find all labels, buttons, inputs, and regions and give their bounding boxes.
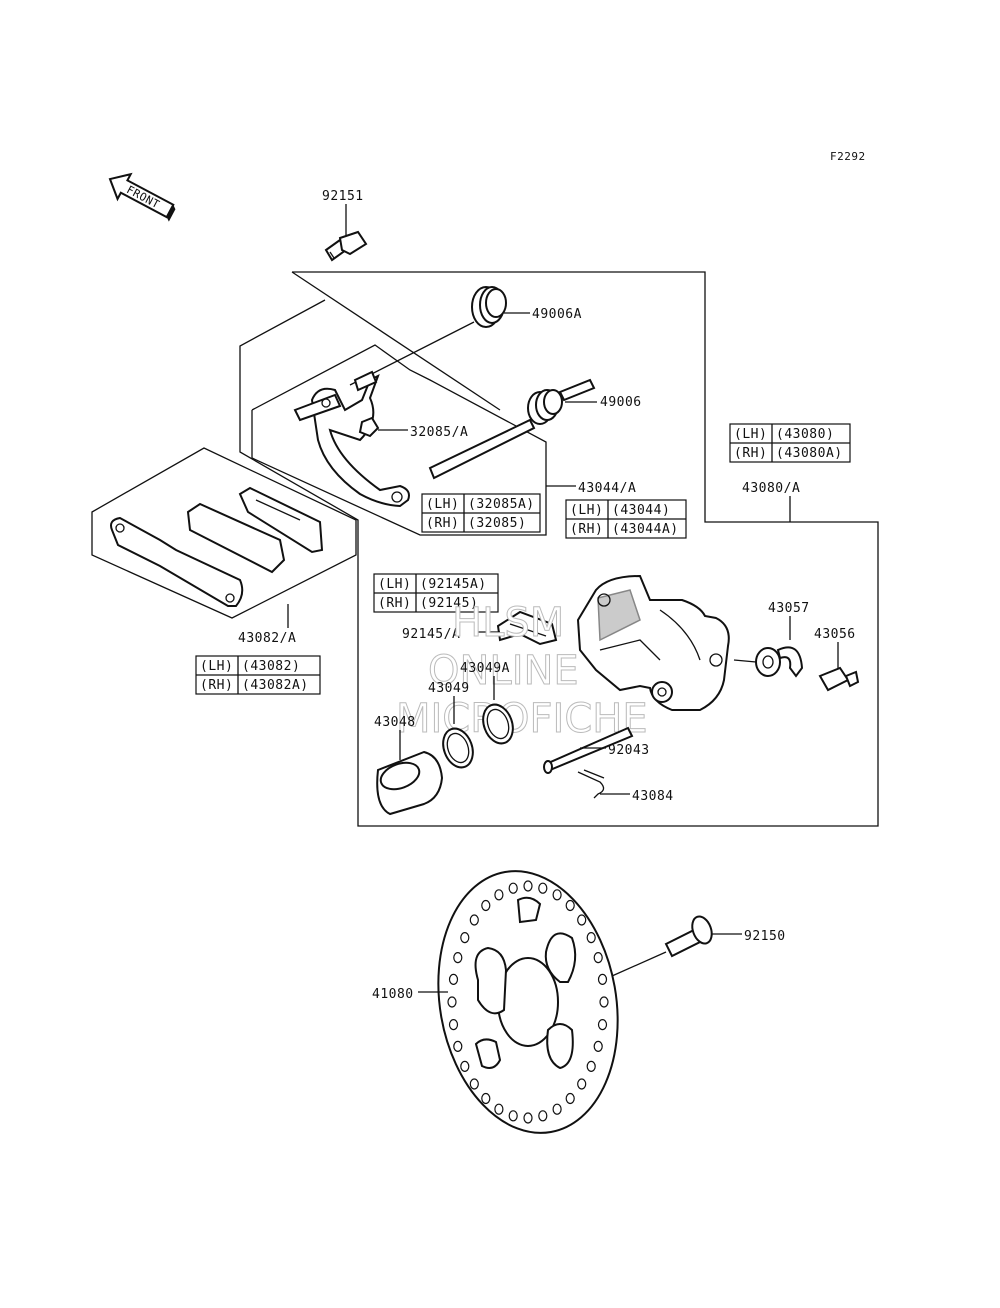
side-table-43080: (LH) (43080) (RH) (43080A) — [729, 423, 851, 463]
table-part-rh: (32085) — [468, 516, 526, 531]
disc-bolt-icon — [611, 915, 713, 977]
vent-hole — [552, 1103, 562, 1115]
side-table-43082: (LH) (43082) (RH) (43082A) — [195, 655, 321, 695]
table-part-lh: (43080) — [776, 427, 834, 442]
side-table-43044: (LH) (43044) (RH) (43044A) — [565, 499, 687, 539]
table-side-rh: (RH) — [734, 446, 767, 461]
boot-49006-icon — [527, 378, 596, 425]
vent-hole — [508, 882, 518, 894]
vent-hole — [508, 1110, 518, 1122]
bleeder-valve-icon — [818, 666, 860, 692]
vent-hole — [552, 889, 562, 901]
table-part-lh: (43082) — [242, 659, 300, 674]
part-label-92145A: 92145/A — [402, 627, 460, 642]
vent-hole — [453, 951, 463, 964]
table-side-lh: (LH) — [570, 503, 603, 518]
part-label-49006: 49006 — [600, 395, 642, 410]
table-side-rh: (RH) — [200, 678, 233, 693]
table-side-lh: (LH) — [200, 659, 233, 674]
part-label-43048: 43048 — [374, 715, 416, 730]
piston-seal-43049A-icon — [482, 703, 514, 745]
caliper-pin-icon — [543, 726, 634, 774]
side-table-92145: (LH) (92145A) (RH) (92145) — [373, 573, 499, 613]
part-label-43082A: 43082/A — [238, 631, 296, 646]
boot-49006A-icon — [349, 286, 507, 386]
vent-hole — [448, 973, 459, 986]
vent-hole — [460, 931, 470, 944]
clip-32085-icon — [358, 416, 380, 438]
table-part-lh: (92145A) — [420, 577, 487, 592]
caliper-bracket-icon — [293, 370, 536, 508]
front-arrow-icon: FRONT — [108, 172, 176, 222]
vent-hole — [597, 1018, 608, 1031]
vent-hole — [469, 1078, 479, 1090]
vent-hole — [460, 1060, 470, 1073]
caliper-body-icon — [576, 574, 730, 711]
pad-spring-icon — [496, 610, 558, 646]
part-label-43056: 43056 — [814, 627, 856, 642]
vent-hole — [523, 1112, 533, 1124]
vent-hole — [523, 880, 533, 892]
table-part-lh: (32085A) — [468, 497, 535, 512]
piston-icon — [376, 750, 444, 816]
vent-hole — [494, 889, 504, 901]
vent-hole — [599, 996, 609, 1008]
vent-hole — [565, 1092, 575, 1105]
vent-hole — [447, 996, 457, 1008]
vent-hole — [538, 882, 548, 894]
banjo-fitting-icon — [733, 646, 804, 678]
watermark-line-1: HLSM — [452, 600, 564, 646]
retaining-clip-icon — [577, 769, 605, 799]
part-label-92151: 92151 — [322, 189, 364, 204]
table-part-rh: (43080A) — [776, 446, 843, 461]
vent-hole — [565, 899, 575, 912]
vent-hole — [469, 914, 479, 926]
part-label-92150: 92150 — [744, 929, 786, 944]
vent-hole — [481, 899, 491, 912]
vent-hole — [538, 1110, 548, 1122]
vent-hole — [586, 1060, 596, 1073]
figure-code: F2292 — [830, 150, 866, 163]
part-label-49006A: 49006A — [532, 307, 582, 322]
part-label-43080A: 43080/A — [742, 481, 800, 496]
part-label-43084: 43084 — [632, 789, 674, 804]
part-label-92043: 92043 — [608, 743, 650, 758]
part-label-41080: 41080 — [372, 987, 414, 1002]
table-part-rh: (92145) — [420, 596, 478, 611]
vent-hole — [481, 1092, 491, 1105]
table-side-lh: (LH) — [426, 497, 459, 512]
table-side-lh: (LH) — [378, 577, 411, 592]
part-label-43057: 43057 — [768, 601, 810, 616]
watermark-line-2: ONLINE — [428, 648, 579, 694]
part-label-43049: 43049 — [428, 681, 470, 696]
vent-hole — [453, 1040, 463, 1053]
vent-hole — [577, 914, 587, 926]
bolt-92151-icon — [324, 230, 368, 262]
dust-seal-43049-icon — [442, 727, 474, 769]
part-label-32085A: 32085/A — [410, 425, 468, 440]
disc-vent-holes — [447, 880, 609, 1124]
table-side-rh: (RH) — [378, 596, 411, 611]
part-label-43049A: 43049A — [460, 661, 510, 676]
vent-hole — [577, 1078, 587, 1090]
table-part-rh: (43044A) — [612, 522, 679, 537]
vent-hole — [597, 973, 608, 986]
table-side-rh: (RH) — [426, 516, 459, 531]
brake-pad-icon — [110, 486, 324, 607]
table-part-rh: (43082A) — [242, 678, 309, 693]
brake-disc-icon — [437, 870, 619, 1134]
table-side-rh: (RH) — [570, 522, 603, 537]
vent-hole — [494, 1103, 504, 1115]
side-table-32085: (LH) (32085A) (RH) (32085) — [421, 493, 541, 533]
table-part-lh: (43044) — [612, 503, 670, 518]
watermark-line-3: MICROFICHE — [396, 696, 648, 742]
vent-hole — [448, 1018, 459, 1031]
part-label-43044A: 43044/A — [578, 481, 636, 496]
vent-hole — [586, 931, 596, 944]
vent-hole — [593, 951, 603, 964]
table-side-lh: (LH) — [734, 427, 767, 442]
front-label: FRONT — [124, 183, 162, 211]
vent-hole — [593, 1040, 603, 1053]
